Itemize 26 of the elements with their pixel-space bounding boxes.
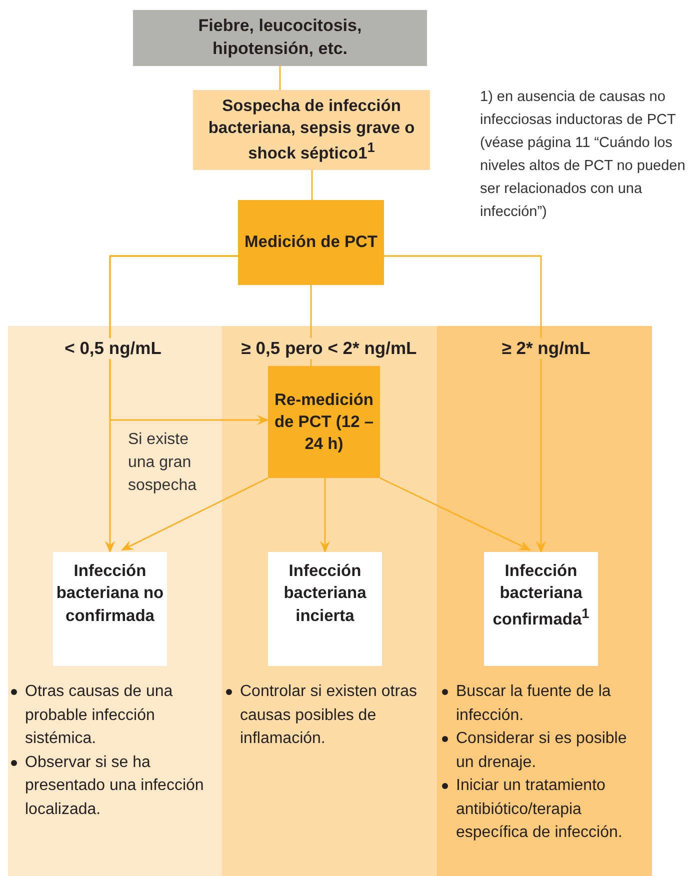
edge-label: Si existe una gran sospecha	[128, 430, 198, 496]
process-box: Medición de PCT	[238, 200, 384, 285]
arrow	[384, 255, 546, 553]
process-box: Re-medición de PCT (12 – 24 h)	[268, 366, 380, 478]
arrow	[320, 478, 330, 553]
footnote: 1) en ausencia de causas no infecciosas inductoras de PCT (véase página 11 “Cuándo los niveles altos de PCT no pueden ser relacionados con una infección”)	[480, 88, 686, 222]
bullet-text: Otras causas de una probable infección sistémica.	[25, 683, 173, 747]
result-box: Infección bacteriana no confirmada	[53, 552, 167, 666]
bullet-text: Observar si se ha presentado una infección localizada.	[25, 754, 204, 818]
arrow	[121, 477, 268, 551]
range-heading: ≥ 0,5 pero < 2* ng/mL	[239, 338, 419, 359]
process-box: Sospecha de infección bacteriana, sepsis grave o shock séptico1$^{1}$	[193, 90, 430, 170]
column-band	[437, 326, 652, 876]
bullet-text: Buscar la fuente de la infección.	[456, 683, 611, 724]
start-box: Fiebre, leucocitosis, hipotensión, etc.	[133, 10, 427, 66]
bullet-text: Controlar si existen otras causas posibles de inflamación.	[240, 683, 417, 747]
bullet-text: Iniciar un tratamiento antibiótico/terapia específica de infección.	[456, 777, 622, 841]
bullet-text: Considerar si es posible un drenaje.	[456, 730, 627, 770]
range-heading: < 0,5 ng/mL	[62, 338, 164, 359]
arrow	[380, 477, 531, 551]
result-box: Infección bacteriana incierta	[268, 552, 382, 666]
range-heading: ≥ 2* ng/mL	[500, 338, 592, 359]
result-box: Infección bacteriana confirmada$^{1}$	[484, 552, 598, 666]
column-band	[8, 326, 222, 876]
arrow	[109, 255, 269, 425]
column-band	[222, 326, 437, 876]
